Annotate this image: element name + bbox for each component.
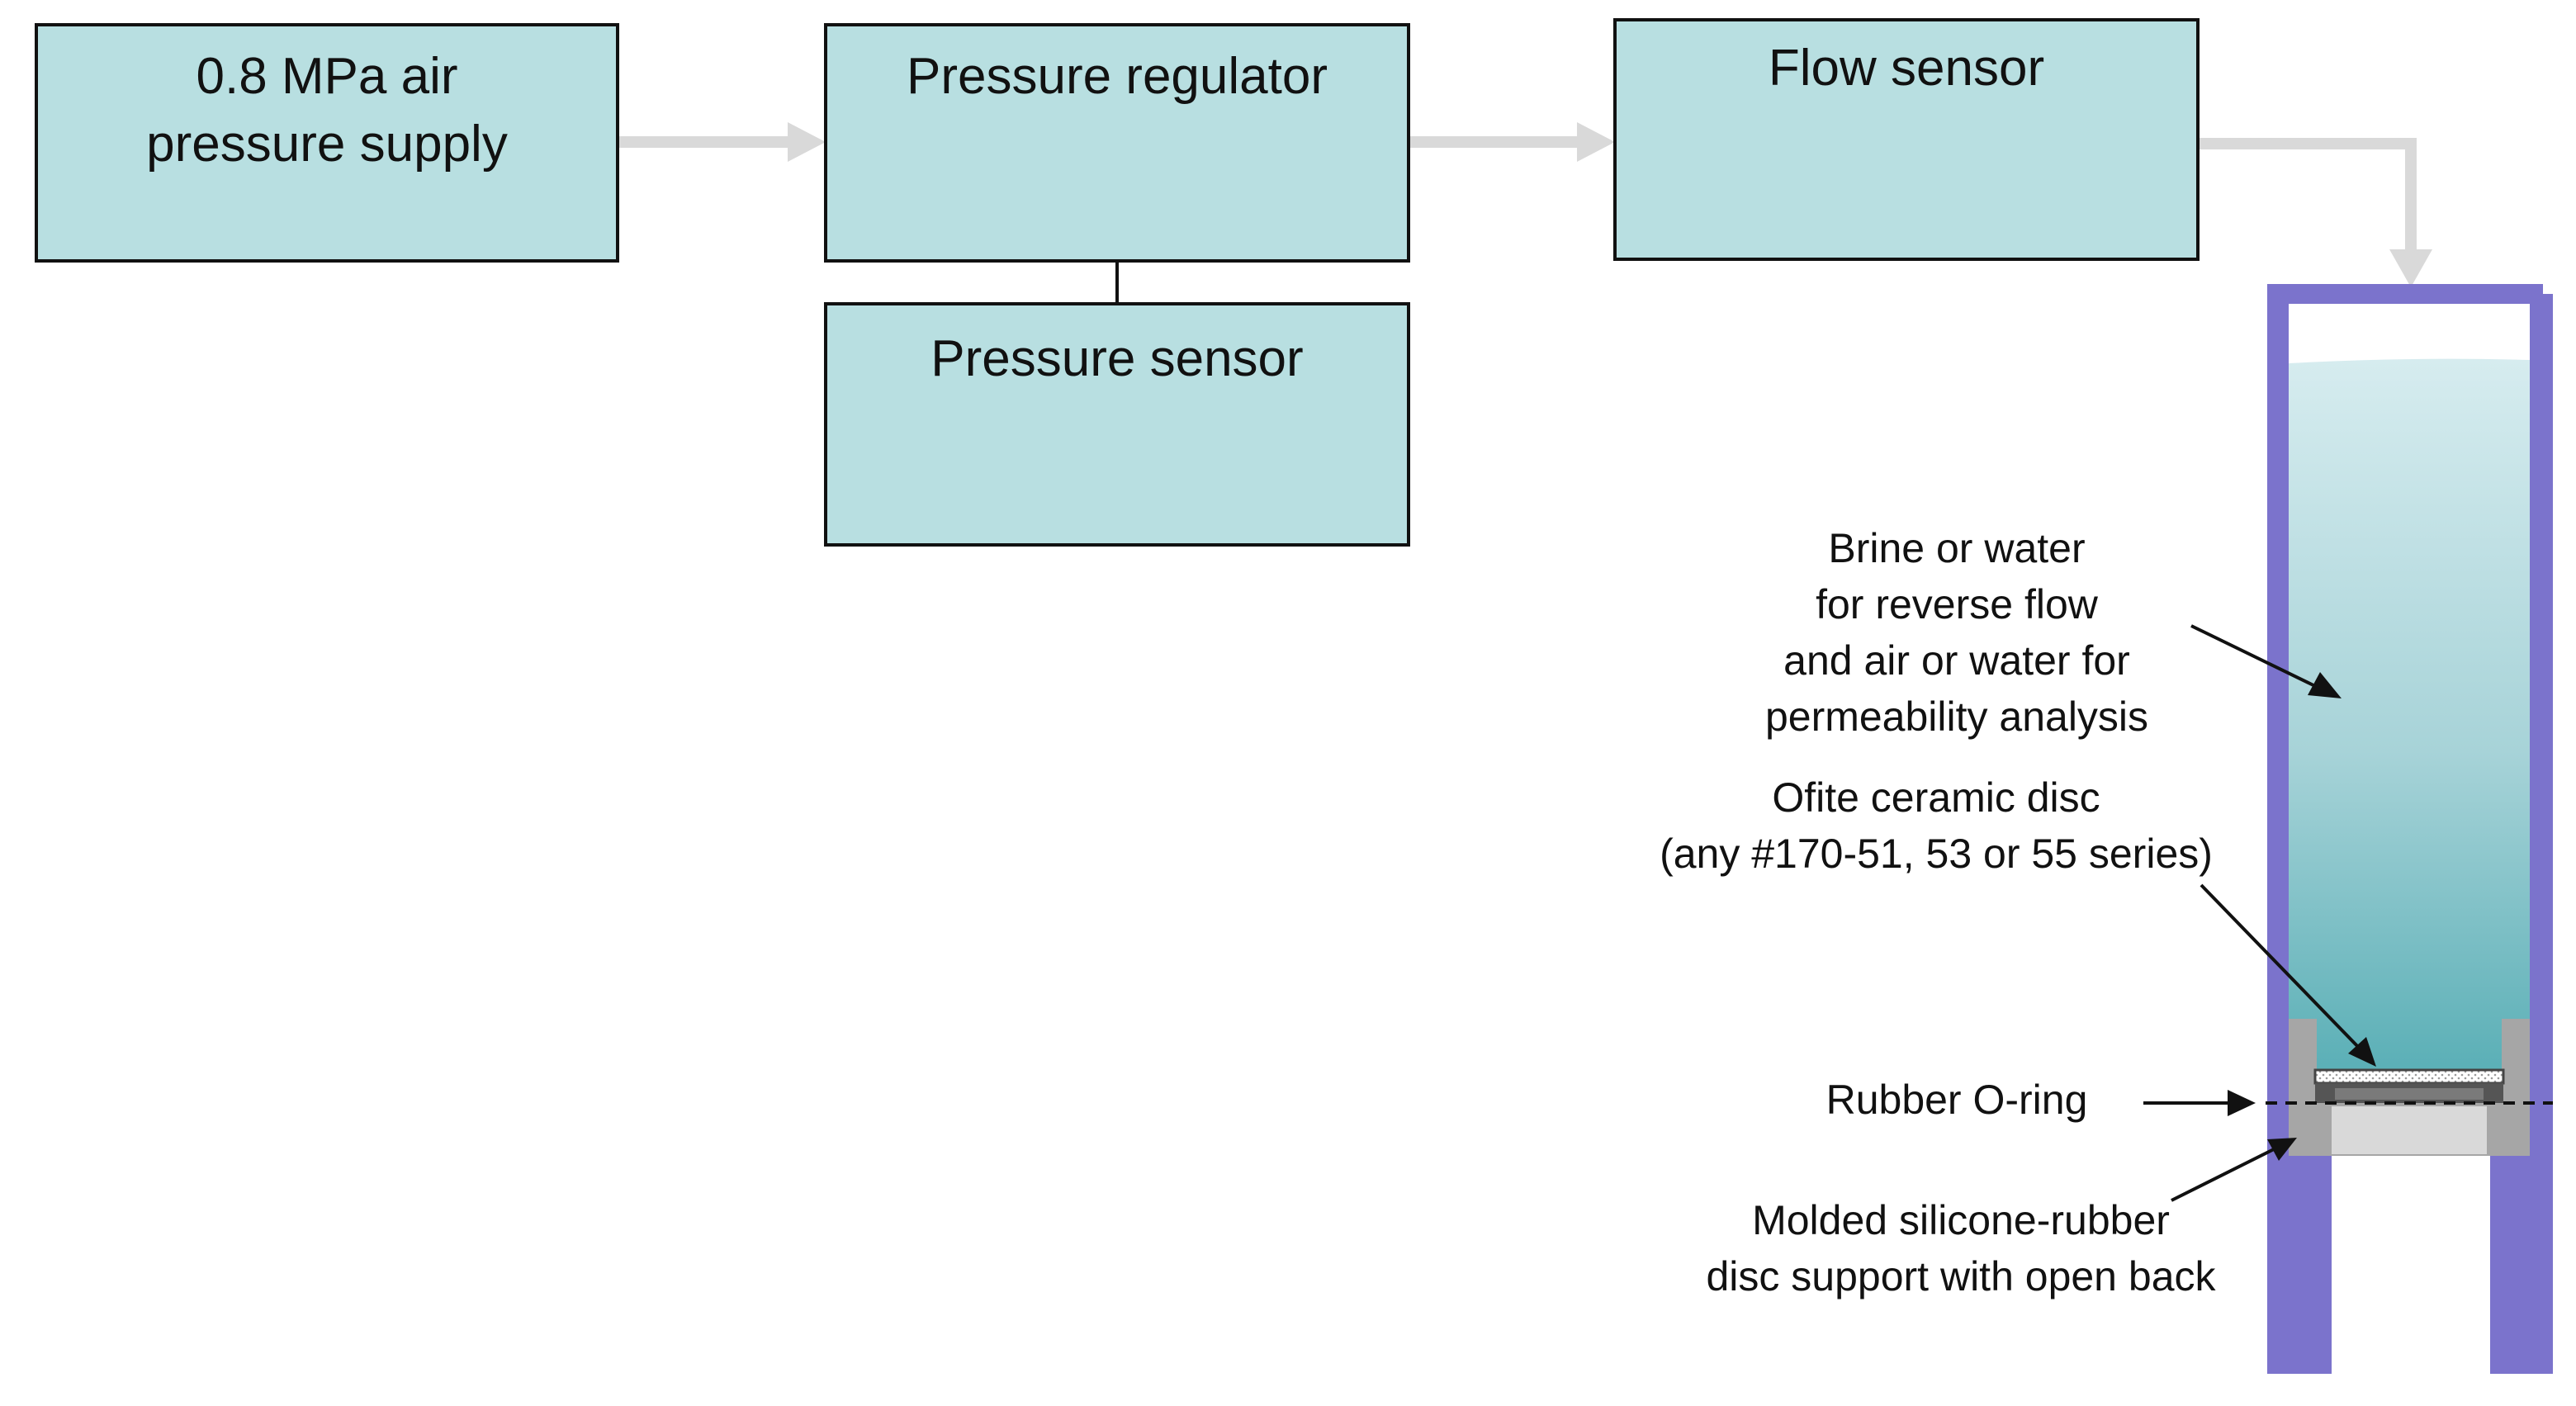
fluid-callout-line1: Brine or water	[1828, 525, 2086, 571]
support-callout-line2: disc support with open back	[1706, 1253, 2216, 1299]
cell-right-wall	[2530, 294, 2553, 1169]
air-supply-box: 0.8 MPa air pressure supply	[35, 23, 619, 263]
air-supply-label-line1: 0.8 MPa air	[196, 48, 458, 105]
air-supply-label-line2: pressure supply	[146, 116, 508, 173]
fluid-callout-line3: and air or water for	[1783, 637, 2130, 684]
pressure-sensor-label: Pressure sensor	[930, 330, 1304, 387]
test-cell	[2266, 284, 2553, 1374]
support-callout: Molded silicone-rubber disc support with…	[1660, 1192, 2262, 1304]
pressure-regulator-label: Pressure regulator	[906, 48, 1328, 105]
callout-arrow-support	[2171, 1138, 2297, 1202]
cell-left-wall	[2267, 284, 2289, 1167]
fluid-callout: Brine or water for reverse flow and air …	[1701, 520, 2213, 745]
disc-callout-line1: Ofite ceramic disc	[1772, 774, 2100, 821]
disc-callout-line2: (any #170-51, 53 or 55 series)	[1660, 831, 2213, 877]
ceramic-disc	[2313, 1068, 2505, 1085]
oring-callout-label: Rubber O-ring	[1825, 1077, 2088, 1123]
support-callout-line1: Molded silicone-rubber	[1752, 1197, 2170, 1243]
cell-right-wall-base	[2490, 1153, 2553, 1374]
flow-sensor-label: Flow sensor	[1768, 40, 2045, 97]
flow-arrow-flow-sensor-to-cell	[2198, 138, 2432, 287]
fluid-callout-line4: permeability analysis	[1764, 694, 2149, 740]
pressure-regulator-box: Pressure regulator	[824, 23, 1410, 263]
callout-arrow-disc	[2200, 883, 2376, 1067]
flow-arrow-regulator-to-flow-sensor	[1409, 122, 1615, 162]
fluid-callout-line2: for reverse flow	[1816, 581, 2098, 627]
cell-fluid	[2289, 358, 2530, 1074]
oring-callout: Rubber O-ring	[1775, 1072, 2138, 1128]
cell-left-wall-base	[2267, 1153, 2332, 1374]
silicone-support-opening	[2332, 1106, 2487, 1154]
flow-sensor-box: Flow sensor	[1613, 18, 2200, 261]
disc-holder-inner	[2335, 1088, 2484, 1100]
pressure-sensor-box: Pressure sensor	[824, 302, 1410, 547]
flow-arrow-supply-to-regulator	[618, 122, 826, 162]
disc-callout: Ofite ceramic disc (any #170-51, 53 or 5…	[1610, 769, 2262, 882]
cell-top	[2267, 284, 2543, 304]
callout-arrow-fluid	[2190, 624, 2342, 698]
callout-arrow-oring	[2143, 1090, 2256, 1116]
